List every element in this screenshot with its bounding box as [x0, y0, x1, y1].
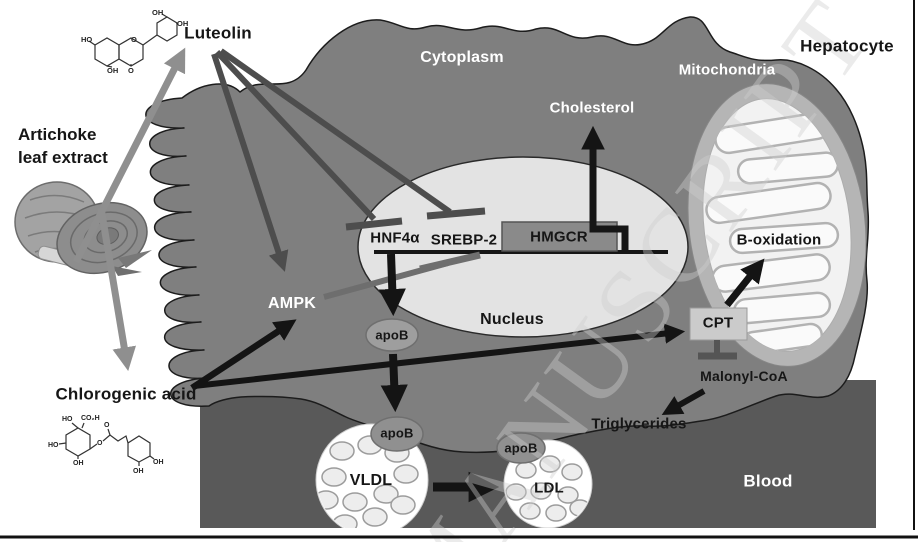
arrow-hnf4a-to-apob	[378, 253, 406, 317]
atom-label: OH	[107, 66, 118, 75]
lipid-droplet	[390, 495, 416, 515]
hmgcr-label: HMGCR	[530, 228, 588, 246]
apob-ldl-label: apoB	[504, 440, 538, 456]
nucleus-label: Nucleus	[480, 311, 544, 328]
arrow-hmgcr-to-cholesterol	[581, 125, 629, 251]
hepatocyte-label: Hepatocyte	[800, 36, 894, 56]
apob-oval-vldl	[370, 416, 424, 452]
lipid-droplet	[505, 483, 527, 501]
artichoke-extract-label-line2: leaf extract	[18, 147, 108, 167]
inhibit-luteolin-srebp2-bar	[426, 207, 486, 220]
ampk-label: AMPK	[268, 295, 316, 312]
artichoke-extract-label-line1: Artichoke	[18, 125, 97, 144]
luteolin-label: Luteolin	[184, 23, 252, 43]
lipid-droplet	[519, 502, 541, 520]
b-oxidation-label: B-oxidation	[736, 231, 822, 249]
ldl-lipid-droplets	[505, 455, 591, 522]
inhibit-luteolin-srebp2-line	[219, 48, 452, 215]
arrow-chlorogenic-to-cpt	[193, 323, 686, 389]
malonyl-coa-label: Malonyl-CoA	[700, 368, 788, 384]
luteolin-structure	[88, 13, 178, 68]
atom-label: OH	[177, 19, 188, 28]
lipid-droplet	[393, 464, 419, 484]
atom-label: O	[104, 422, 110, 429]
atom-label: O	[131, 35, 137, 44]
cytoplasm-label: Cytoplasm	[420, 49, 504, 66]
chlorogenic-structure	[58, 422, 155, 466]
cpt-label: CPT	[702, 314, 734, 332]
inhibit-luteolin-hnf4a-bar	[345, 217, 403, 231]
atom-label: OH	[133, 468, 144, 475]
mitochondria-label: Mitochondria	[678, 61, 776, 79]
arrow-luteolin-to-ampk	[211, 53, 289, 272]
chlorogenic-structure-labels: HO CO₂H HO OH O O OH OH	[48, 415, 164, 475]
atom-label: HO	[62, 416, 73, 423]
artichoke-image	[14, 181, 152, 276]
apob-nucleus-label: apoB	[375, 327, 409, 343]
apob-oval-nucleus	[365, 318, 419, 352]
lipid-droplet	[329, 441, 355, 461]
lipid-droplet	[545, 504, 567, 522]
lipid-droplet	[539, 455, 561, 473]
apob-vldl-label: apoB	[380, 425, 414, 441]
blood-label: Blood	[743, 471, 793, 491]
atom-label: O	[97, 440, 103, 447]
atom-label: OH	[153, 459, 164, 466]
chlorogenic-acid-label: Chlorogenic acid	[55, 384, 197, 404]
arrow-artichoke-to-luteolin	[72, 47, 186, 264]
lipid-droplet	[561, 463, 583, 481]
lipid-droplet	[362, 507, 388, 527]
apob-oval-ldl	[496, 432, 546, 464]
srebp2-label: SREBP-2	[430, 231, 498, 249]
arrow-malonyl-to-triglycerides	[661, 388, 706, 416]
vldl-label: VLDL	[349, 472, 393, 489]
lipid-droplet	[342, 492, 368, 512]
inhibit-luteolin-hnf4a-line	[214, 49, 377, 222]
luteolin-structure-labels: OH OH HO O OH O	[81, 8, 188, 75]
atom-label: O	[128, 66, 134, 75]
hnf4a-label: HNF4α	[370, 229, 420, 247]
cholesterol-label: Cholesterol	[549, 99, 635, 117]
inhibit-ampk-srebp2-bar	[419, 251, 481, 273]
arrow-apob-to-vldl	[380, 353, 408, 413]
artichoke-extract-label: Artichoke leaf extract	[18, 124, 108, 170]
atom-label: HO	[81, 35, 92, 44]
arrow-cpt-to-boxidation	[724, 258, 765, 308]
atom-label: OH	[73, 460, 84, 467]
cpt-box	[689, 307, 748, 341]
lipid-droplet	[321, 467, 347, 487]
arrow-chlorogenic-to-ampk	[190, 319, 297, 391]
atom-label: OH	[152, 8, 163, 17]
triglycerides-label: Triglycerides	[591, 415, 687, 433]
lipid-droplet	[373, 484, 399, 504]
atom-label: HO	[48, 442, 59, 449]
ldl-label: LDL	[534, 479, 564, 497]
lipid-droplet	[557, 486, 579, 504]
arrow-artichoke-to-chlorogenic	[97, 207, 136, 372]
lipid-droplet	[530, 482, 552, 500]
lipoprotein-layer	[315, 416, 593, 528]
atom-label: CO₂H	[81, 415, 100, 422]
